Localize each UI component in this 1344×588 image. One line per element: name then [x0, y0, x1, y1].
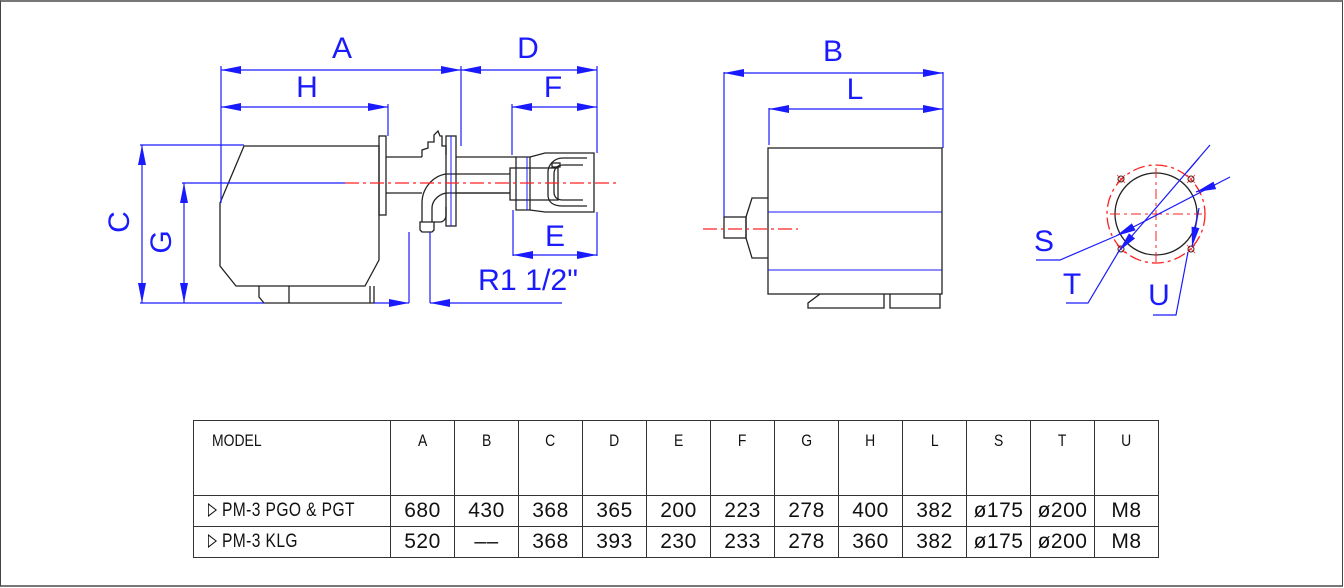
top-view: B L	[703, 35, 944, 309]
header-e: E	[646, 420, 711, 496]
value-cell: 368	[518, 495, 583, 527]
value-cell: 278	[774, 526, 839, 558]
dim-label-d: D	[517, 32, 539, 65]
value-cell: 230	[646, 526, 711, 558]
dim-label-u: U	[1148, 279, 1170, 312]
header-g: G	[774, 420, 839, 496]
flange-view: S T U	[1034, 144, 1231, 316]
value-cell: 680	[390, 495, 455, 527]
table-row: PM-3 PGO & PGT 680 430 368 365 200 223 2…	[193, 495, 1159, 527]
dim-label-l: L	[847, 73, 864, 106]
dim-label-b: B	[823, 35, 843, 68]
value-cell: 400	[838, 495, 903, 527]
header-f: F	[710, 420, 775, 496]
value-cell: 368	[518, 526, 583, 558]
value-cell: 430	[454, 495, 519, 527]
dim-label-a: A	[332, 32, 352, 65]
dim-label-thread: R1 1/2"	[478, 264, 578, 297]
dim-label-f: F	[544, 71, 562, 104]
burner-top-outline	[723, 147, 943, 309]
header-c: C	[518, 420, 583, 496]
value-cell: ø175	[966, 526, 1031, 558]
value-cell: M8	[1094, 495, 1159, 527]
value-cell: 200	[646, 495, 711, 527]
technical-drawing: A H D F E R1 1/2" C G B L	[103, 32, 1231, 316]
side-view: A H D F E R1 1/2" C G	[103, 32, 620, 307]
value-cell: ––	[454, 526, 519, 558]
header-b: B	[454, 420, 519, 496]
triangle-bullet-icon	[208, 503, 218, 517]
value-cell: 365	[582, 495, 647, 527]
value-cell: 393	[582, 526, 647, 558]
value-cell: ø200	[1030, 495, 1095, 527]
table-row: PM-3 KLG 520 –– 368 393 230 233 278 360 …	[193, 526, 1159, 558]
triangle-bullet-icon	[208, 534, 218, 548]
header-model: MODEL	[193, 420, 391, 496]
dim-label-g: G	[145, 230, 178, 253]
value-cell: M8	[1094, 526, 1159, 558]
dim-label-e: E	[545, 220, 565, 253]
header-t: T	[1030, 420, 1095, 496]
value-cell: 278	[774, 495, 839, 527]
table-header-row: MODEL A B C D E F G H L S T U	[193, 420, 1159, 496]
value-cell: ø200	[1030, 526, 1095, 558]
value-cell: 520	[390, 526, 455, 558]
header-h: H	[838, 420, 903, 496]
dim-label-c: C	[103, 211, 136, 233]
bolt-circle	[1106, 164, 1206, 264]
model-cell: PM-3 KLG	[193, 526, 391, 558]
dim-label-h: H	[296, 71, 318, 104]
model-cell: PM-3 PGO & PGT	[193, 495, 391, 527]
value-cell: 360	[838, 526, 903, 558]
header-u: U	[1094, 420, 1159, 496]
header-d: D	[582, 420, 647, 496]
header-l: L	[902, 420, 967, 496]
value-cell: 233	[710, 526, 775, 558]
value-cell: 223	[710, 495, 775, 527]
dim-label-s: S	[1034, 225, 1054, 258]
header-s: S	[966, 420, 1031, 496]
value-cell: 382	[902, 495, 967, 527]
dimension-table: MODEL A B C D E F G H L S T U PM-3 PGO &…	[193, 420, 1159, 558]
value-cell: 382	[902, 526, 967, 558]
dim-label-t: T	[1063, 268, 1081, 301]
value-cell: ø175	[966, 495, 1031, 527]
header-a: A	[390, 420, 455, 496]
